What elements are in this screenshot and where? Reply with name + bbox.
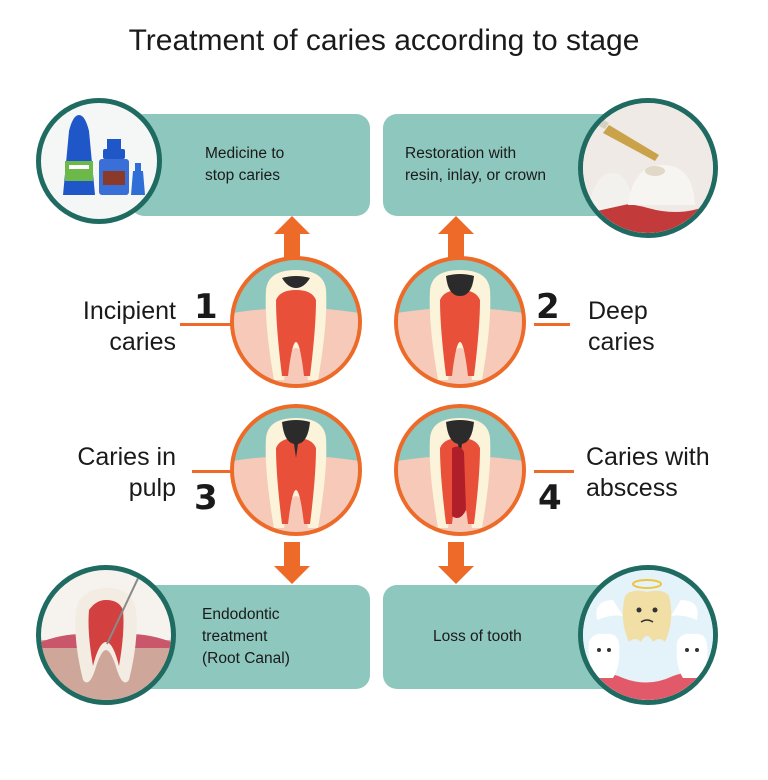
medicine-bottles-image bbox=[36, 98, 162, 224]
stage-number-3: 3 bbox=[194, 478, 218, 518]
arrow-up-2 bbox=[438, 216, 474, 258]
stage-label-2: Deep caries bbox=[588, 297, 655, 356]
stage-label-4: Caries with abscess bbox=[586, 443, 710, 502]
lost-tooth-angel-image bbox=[578, 565, 718, 705]
treatment-text-loss: Loss of tooth bbox=[433, 628, 522, 645]
stage-label-1: Incipient caries bbox=[82, 297, 176, 356]
treatment-text-medicine: Medicine to stop caries bbox=[205, 145, 285, 184]
stage-label-3: Caries in pulp bbox=[77, 443, 176, 502]
treatment-box-medicine: Medicine to stop caries bbox=[130, 114, 370, 216]
connector-line-1 bbox=[180, 323, 232, 326]
tooth-stage-1 bbox=[230, 256, 362, 388]
tooth-stage-4 bbox=[394, 404, 526, 536]
treatment-text-restoration: Restoration with resin, inlay, or crown bbox=[405, 145, 546, 184]
connector-line-3 bbox=[192, 470, 232, 473]
stage-number-4: 4 bbox=[538, 478, 562, 518]
tooth-stage-2 bbox=[394, 256, 526, 388]
arrow-up-1 bbox=[274, 216, 310, 258]
stage-number-2: 2 bbox=[536, 287, 560, 327]
connector-line-2 bbox=[534, 323, 570, 326]
root-canal-image bbox=[36, 565, 176, 705]
arrow-down-4 bbox=[438, 542, 474, 584]
page-title: Treatment of caries according to stage bbox=[128, 24, 640, 57]
treatment-text-endodontic: Endodontic treatment (Root Canal) bbox=[202, 606, 290, 667]
arrow-down-3 bbox=[274, 542, 310, 584]
resin-restoration-image bbox=[578, 98, 718, 238]
tooth-stage-3 bbox=[230, 404, 362, 536]
connector-line-4 bbox=[534, 470, 574, 473]
stage-number-1: 1 bbox=[194, 287, 218, 327]
